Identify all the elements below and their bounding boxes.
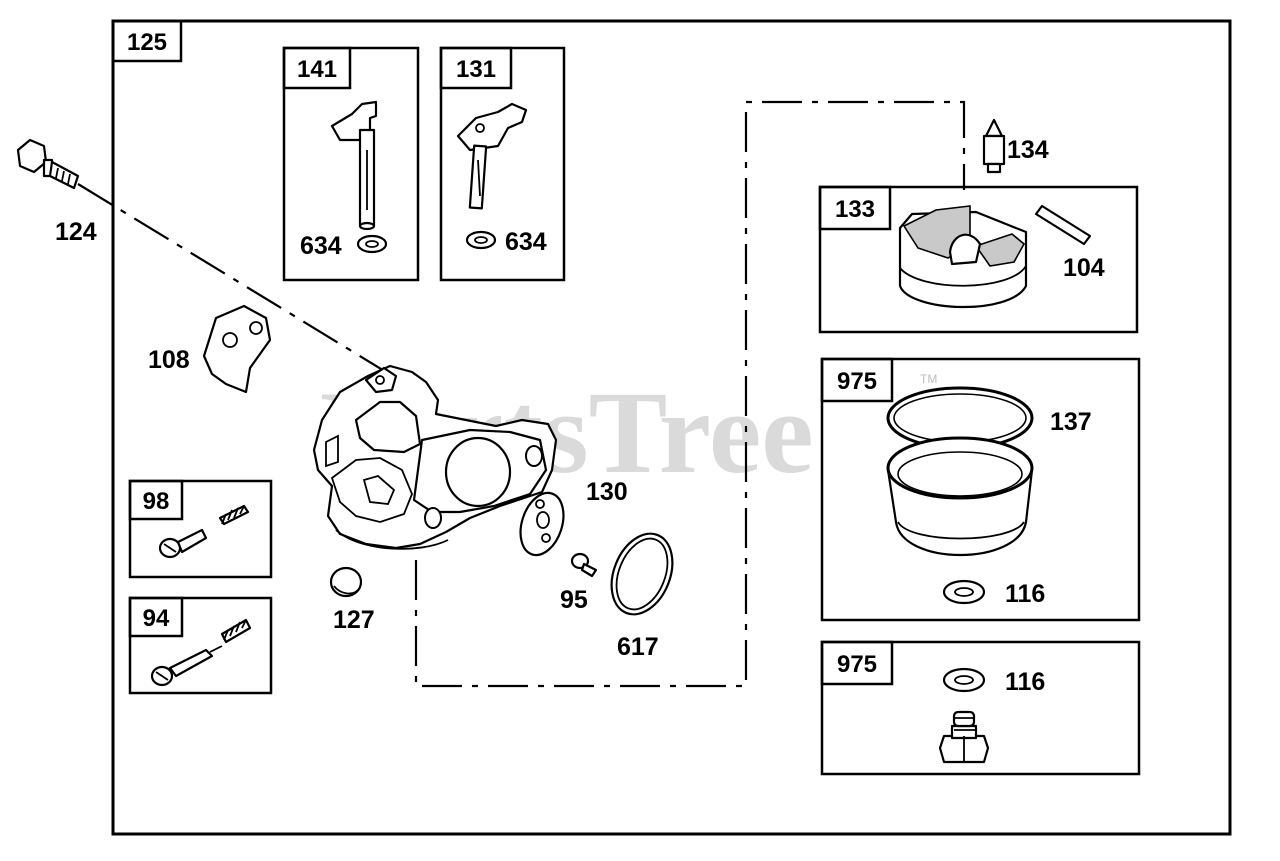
bowl-nut-kit-box: 975 116	[820, 640, 1141, 776]
ring-icon	[610, 532, 674, 616]
bowl-nut-icon	[938, 710, 990, 764]
kit-label-choke-shaft: 131	[456, 56, 496, 83]
screw-and-spring-icon	[158, 504, 250, 559]
part-label-bolt: 124	[55, 218, 97, 246]
gasket-icon	[519, 491, 565, 557]
seal-icon	[356, 234, 388, 254]
plate-icon	[202, 304, 272, 394]
needle-icon	[982, 118, 1006, 174]
part-label-ring: 617	[617, 633, 659, 661]
washer-icon	[942, 579, 986, 605]
kit-label-main: 125	[127, 29, 167, 56]
part-label-washer-b: 116	[1005, 668, 1045, 696]
kit-label-throttle-shaft: 141	[297, 56, 337, 83]
throttle-shaft-icon	[330, 100, 378, 231]
mixture-screw-kit-box: 94	[128, 596, 273, 695]
bowl-kit-box: 975 137 116	[820, 357, 1141, 622]
pin-icon	[1034, 204, 1092, 246]
bolt-icon	[16, 138, 80, 190]
outer-frame	[111, 19, 1232, 836]
kit-label-float: 133	[835, 196, 875, 223]
bowl-icon	[886, 436, 1034, 556]
part-label-screw: 95	[560, 586, 588, 614]
part-label-needle: 134	[1007, 136, 1049, 164]
bolt-leader-line	[77, 183, 387, 373]
kit-label-bowl-nut: 975	[837, 651, 877, 678]
part-label-plate: 108	[148, 346, 190, 374]
part-label-o-ring: 137	[1050, 408, 1092, 436]
choke-shaft-icon	[456, 102, 528, 210]
seal-icon	[465, 230, 497, 250]
kit-label-idle-screw: 98	[143, 488, 170, 515]
part-label-pin: 104	[1063, 254, 1105, 282]
kit-label-bowl: 975	[837, 368, 877, 395]
washer-icon	[942, 667, 986, 693]
carburetor-body-icon	[312, 364, 558, 550]
watermark-tm: TM	[920, 372, 937, 386]
part-label-washer-a: 116	[1005, 580, 1045, 608]
float-icon	[898, 205, 1028, 309]
part-label-gasket: 130	[586, 478, 628, 506]
throttle-shaft-kit-box: 141 634	[282, 46, 420, 282]
float-kit-box: 133 104	[818, 185, 1139, 334]
kit-label-mixture-screw: 94	[143, 605, 170, 632]
part-label-seal-right: 634	[505, 228, 547, 256]
needle-screw-and-spring-icon	[150, 618, 252, 687]
bowl-connector-line	[414, 100, 966, 688]
screw-icon	[570, 552, 598, 578]
part-label-seal-left: 634	[300, 232, 342, 260]
part-label-plug: 127	[333, 606, 375, 634]
plug-icon	[329, 566, 363, 598]
choke-shaft-kit-box: 131 634	[439, 46, 566, 282]
idle-screw-kit-box: 98	[128, 479, 273, 579]
